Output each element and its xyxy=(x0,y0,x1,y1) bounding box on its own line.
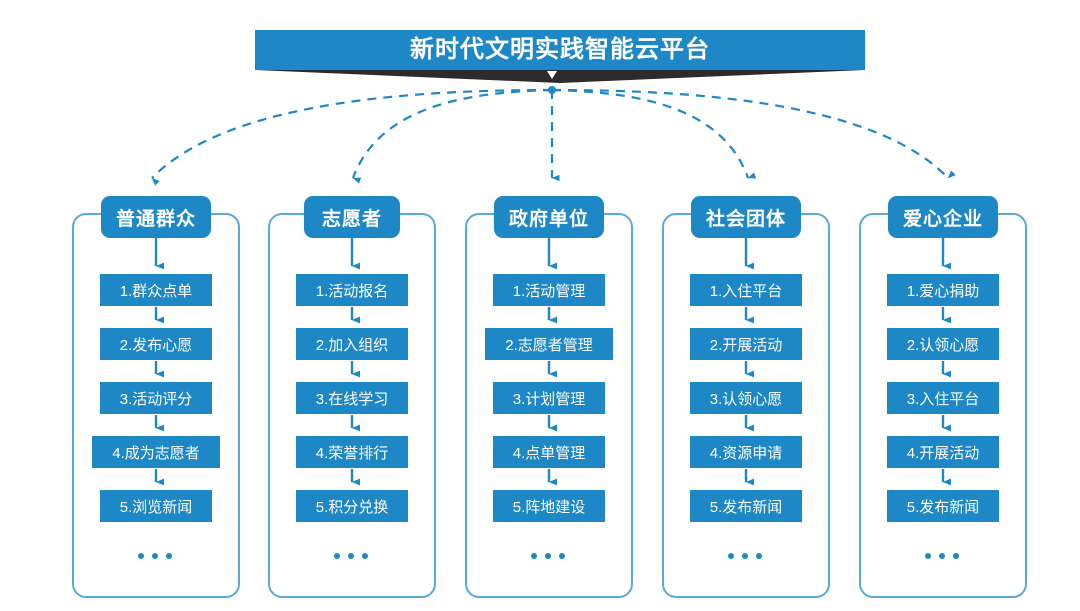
dot-icon xyxy=(138,553,144,559)
ellipsis-public xyxy=(138,553,172,559)
list-item[interactable]: 5.积分兑换 xyxy=(296,490,408,522)
list-item[interactable]: 1.活动报名 xyxy=(296,274,408,306)
list-item[interactable]: 3.活动评分 xyxy=(100,382,212,414)
list-item[interactable]: 1.活动管理 xyxy=(493,274,605,306)
dot-icon xyxy=(545,553,551,559)
column-header-social-group[interactable]: 社会团体 xyxy=(691,196,801,238)
column-header-enterprise[interactable]: 爱心企业 xyxy=(888,196,998,238)
list-item[interactable]: 5.浏览新闻 xyxy=(100,490,212,522)
arrow-to-enterprise xyxy=(551,88,956,179)
connector-origin-node xyxy=(548,86,556,94)
list-item[interactable]: 2.认领心愿 xyxy=(887,328,999,360)
list-item[interactable]: 2.加入组织 xyxy=(296,328,408,360)
dot-icon xyxy=(728,553,734,559)
page-title: 新时代文明实践智能云平台 xyxy=(410,36,710,63)
chevron-down-icon xyxy=(547,71,557,79)
list-item[interactable]: 4.资源申请 xyxy=(690,436,802,468)
list-item[interactable]: 5.阵地建设 xyxy=(493,490,605,522)
list-item[interactable]: 1.爱心捐助 xyxy=(887,274,999,306)
list-item[interactable]: 5.发布新闻 xyxy=(690,490,802,522)
banner-bottom-triangle xyxy=(255,70,865,83)
arrow-to-volunteer xyxy=(351,88,553,184)
platform-title-banner: 新时代文明实践智能云平台 xyxy=(255,30,865,70)
dot-icon xyxy=(559,553,565,559)
list-item[interactable]: 4.荣誉排行 xyxy=(296,436,408,468)
arrow-to-public xyxy=(151,88,553,186)
dot-icon xyxy=(362,553,368,559)
dot-icon xyxy=(953,553,959,559)
list-item[interactable]: 2.开展活动 xyxy=(690,328,802,360)
ellipsis-volunteer xyxy=(334,553,368,559)
dot-icon xyxy=(756,553,762,559)
list-item[interactable]: 1.群众点单 xyxy=(100,274,212,306)
arrow-to-social-group xyxy=(551,88,757,179)
dot-icon xyxy=(166,553,172,559)
column-header-volunteer[interactable]: 志愿者 xyxy=(304,196,400,238)
ellipsis-government xyxy=(531,553,565,559)
dot-icon xyxy=(152,553,158,559)
dot-icon xyxy=(531,553,537,559)
list-item[interactable]: 1.入住平台 xyxy=(690,274,802,306)
list-item[interactable]: 3.计划管理 xyxy=(493,382,605,414)
list-item[interactable]: 3.认领心愿 xyxy=(690,382,802,414)
ellipsis-enterprise xyxy=(925,553,959,559)
list-item[interactable]: 4.成为志愿者 xyxy=(92,436,220,468)
dot-icon xyxy=(925,553,931,559)
list-item[interactable]: 3.入住平台 xyxy=(887,382,999,414)
list-item[interactable]: 4.开展活动 xyxy=(887,436,999,468)
dot-icon xyxy=(334,553,340,559)
dot-icon xyxy=(742,553,748,559)
dot-icon xyxy=(348,553,354,559)
list-item[interactable]: 2.志愿者管理 xyxy=(485,328,613,360)
list-item[interactable]: 3.在线学习 xyxy=(296,382,408,414)
column-header-public[interactable]: 普通群众 xyxy=(101,196,211,238)
column-header-government[interactable]: 政府单位 xyxy=(494,196,604,238)
ellipsis-social-group xyxy=(728,553,762,559)
list-item[interactable]: 5.发布新闻 xyxy=(887,490,999,522)
dot-icon xyxy=(939,553,945,559)
list-item[interactable]: 4.点单管理 xyxy=(493,436,605,468)
list-item[interactable]: 2.发布心愿 xyxy=(100,328,212,360)
